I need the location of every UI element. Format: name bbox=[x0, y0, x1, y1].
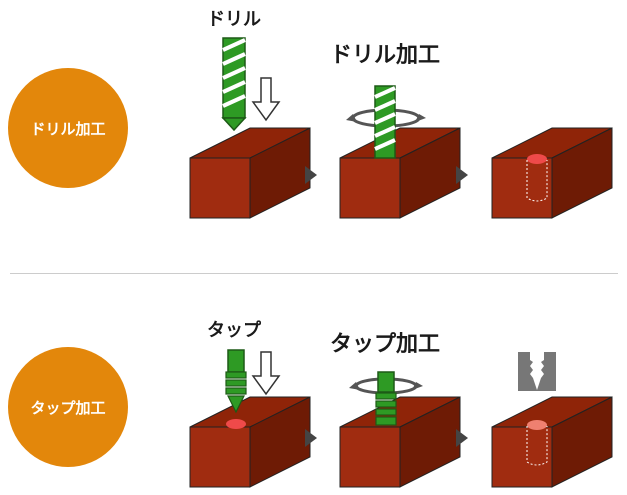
drill-process-badge: ドリル加工 bbox=[8, 68, 128, 188]
next-step-arrow-icon bbox=[305, 166, 317, 184]
workpiece-block-drilling bbox=[339, 127, 461, 219]
drill-tool-label: ドリル bbox=[207, 9, 261, 30]
workpiece-block-drilled bbox=[491, 127, 613, 219]
drill-bit-icon bbox=[221, 37, 247, 132]
down-arrow-icon bbox=[251, 77, 281, 122]
section-divider bbox=[10, 273, 618, 274]
drill-bit-icon bbox=[374, 85, 396, 159]
tap-process-badge: タップ加工 bbox=[8, 347, 128, 467]
tap-tool-icon bbox=[225, 349, 247, 414]
drill-process-title: ドリル加工 bbox=[330, 43, 441, 68]
drill-badge-label: ドリル加工 bbox=[30, 119, 106, 138]
tap-process-title: タップ加工 bbox=[330, 332, 441, 357]
workpiece-block-before-drill bbox=[189, 127, 311, 219]
workpiece-block-before-tap bbox=[189, 396, 311, 488]
tapped-hole bbox=[526, 420, 548, 466]
tap-tool-label: タップ bbox=[207, 320, 261, 341]
tap-tool-icon bbox=[375, 371, 397, 426]
workpiece-block-tapped bbox=[491, 396, 613, 488]
next-step-arrow-icon bbox=[305, 429, 317, 447]
next-step-arrow-icon bbox=[456, 429, 468, 447]
tapped-thread-icon bbox=[518, 352, 556, 391]
workpiece-block-tapping bbox=[339, 396, 461, 488]
pre-drilled-hole bbox=[226, 419, 246, 429]
tap-badge-label: タップ加工 bbox=[30, 398, 106, 417]
next-step-arrow-icon bbox=[456, 166, 468, 184]
drilled-hole bbox=[526, 154, 548, 202]
down-arrow-icon bbox=[251, 351, 281, 396]
